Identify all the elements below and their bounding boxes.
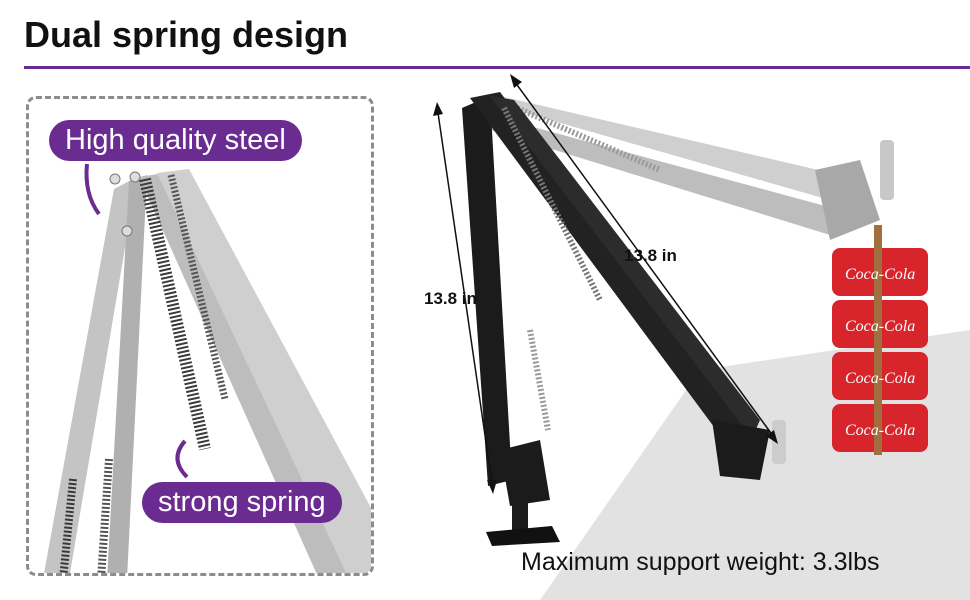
dimension-arrowhead <box>510 74 522 88</box>
ghost-end-joint <box>815 160 880 240</box>
can-logo: Coca-Cola <box>845 318 915 335</box>
soda-can <box>832 404 928 452</box>
can-logo: Coca-Cola <box>845 370 915 387</box>
lower-spring <box>527 329 551 431</box>
soda-can <box>832 352 928 400</box>
ghost-spring <box>508 102 662 173</box>
closeup-lower-spring-right <box>97 458 113 573</box>
upper-arm <box>470 92 760 462</box>
closeup-rivet <box>129 171 141 183</box>
max-weight-text: Maximum support weight: 3.3lbs <box>521 548 880 576</box>
main-spring <box>501 106 603 302</box>
arm-closeup-illustration <box>44 163 371 573</box>
ghost-upper-arm <box>480 96 840 200</box>
arm-end-joint <box>712 420 770 480</box>
mic-mount <box>772 420 786 464</box>
ghost-mic-mount <box>880 140 894 200</box>
closeup-rivet <box>109 173 121 185</box>
closeup-far-bar <box>157 169 371 573</box>
dimension-arrowhead <box>766 430 778 444</box>
upper-arm-length-label: 13.8 in <box>624 246 677 265</box>
base-joint <box>500 440 550 506</box>
lower-arm-length-label: 13.8 in <box>424 289 477 308</box>
closeup-inner-bar <box>107 175 147 573</box>
closeup-left-bar <box>44 177 137 573</box>
soda-can <box>832 300 928 348</box>
closeup-second-spring <box>167 174 229 400</box>
spring-pointer <box>175 439 189 479</box>
strong-spring-label: strong spring <box>142 482 342 523</box>
can-logo: Coca-Cola <box>845 266 915 283</box>
upper-arm-rail <box>490 96 760 438</box>
desk-clamp <box>486 526 560 546</box>
dimension-arrowhead <box>433 102 443 116</box>
page-title: Dual spring design <box>24 14 349 55</box>
steel-pointer <box>84 163 101 216</box>
dimension-arrowhead <box>487 480 497 494</box>
title-underline <box>24 66 970 69</box>
base-post <box>512 500 528 530</box>
closeup-lower-spring-left <box>59 478 77 573</box>
closeup-rivet <box>121 225 133 237</box>
can-logo: Coca-Cola <box>845 422 915 439</box>
soda-can <box>832 248 928 296</box>
high-quality-steel-label: High quality steel <box>49 120 302 161</box>
ghost-lower-arm <box>490 118 840 235</box>
